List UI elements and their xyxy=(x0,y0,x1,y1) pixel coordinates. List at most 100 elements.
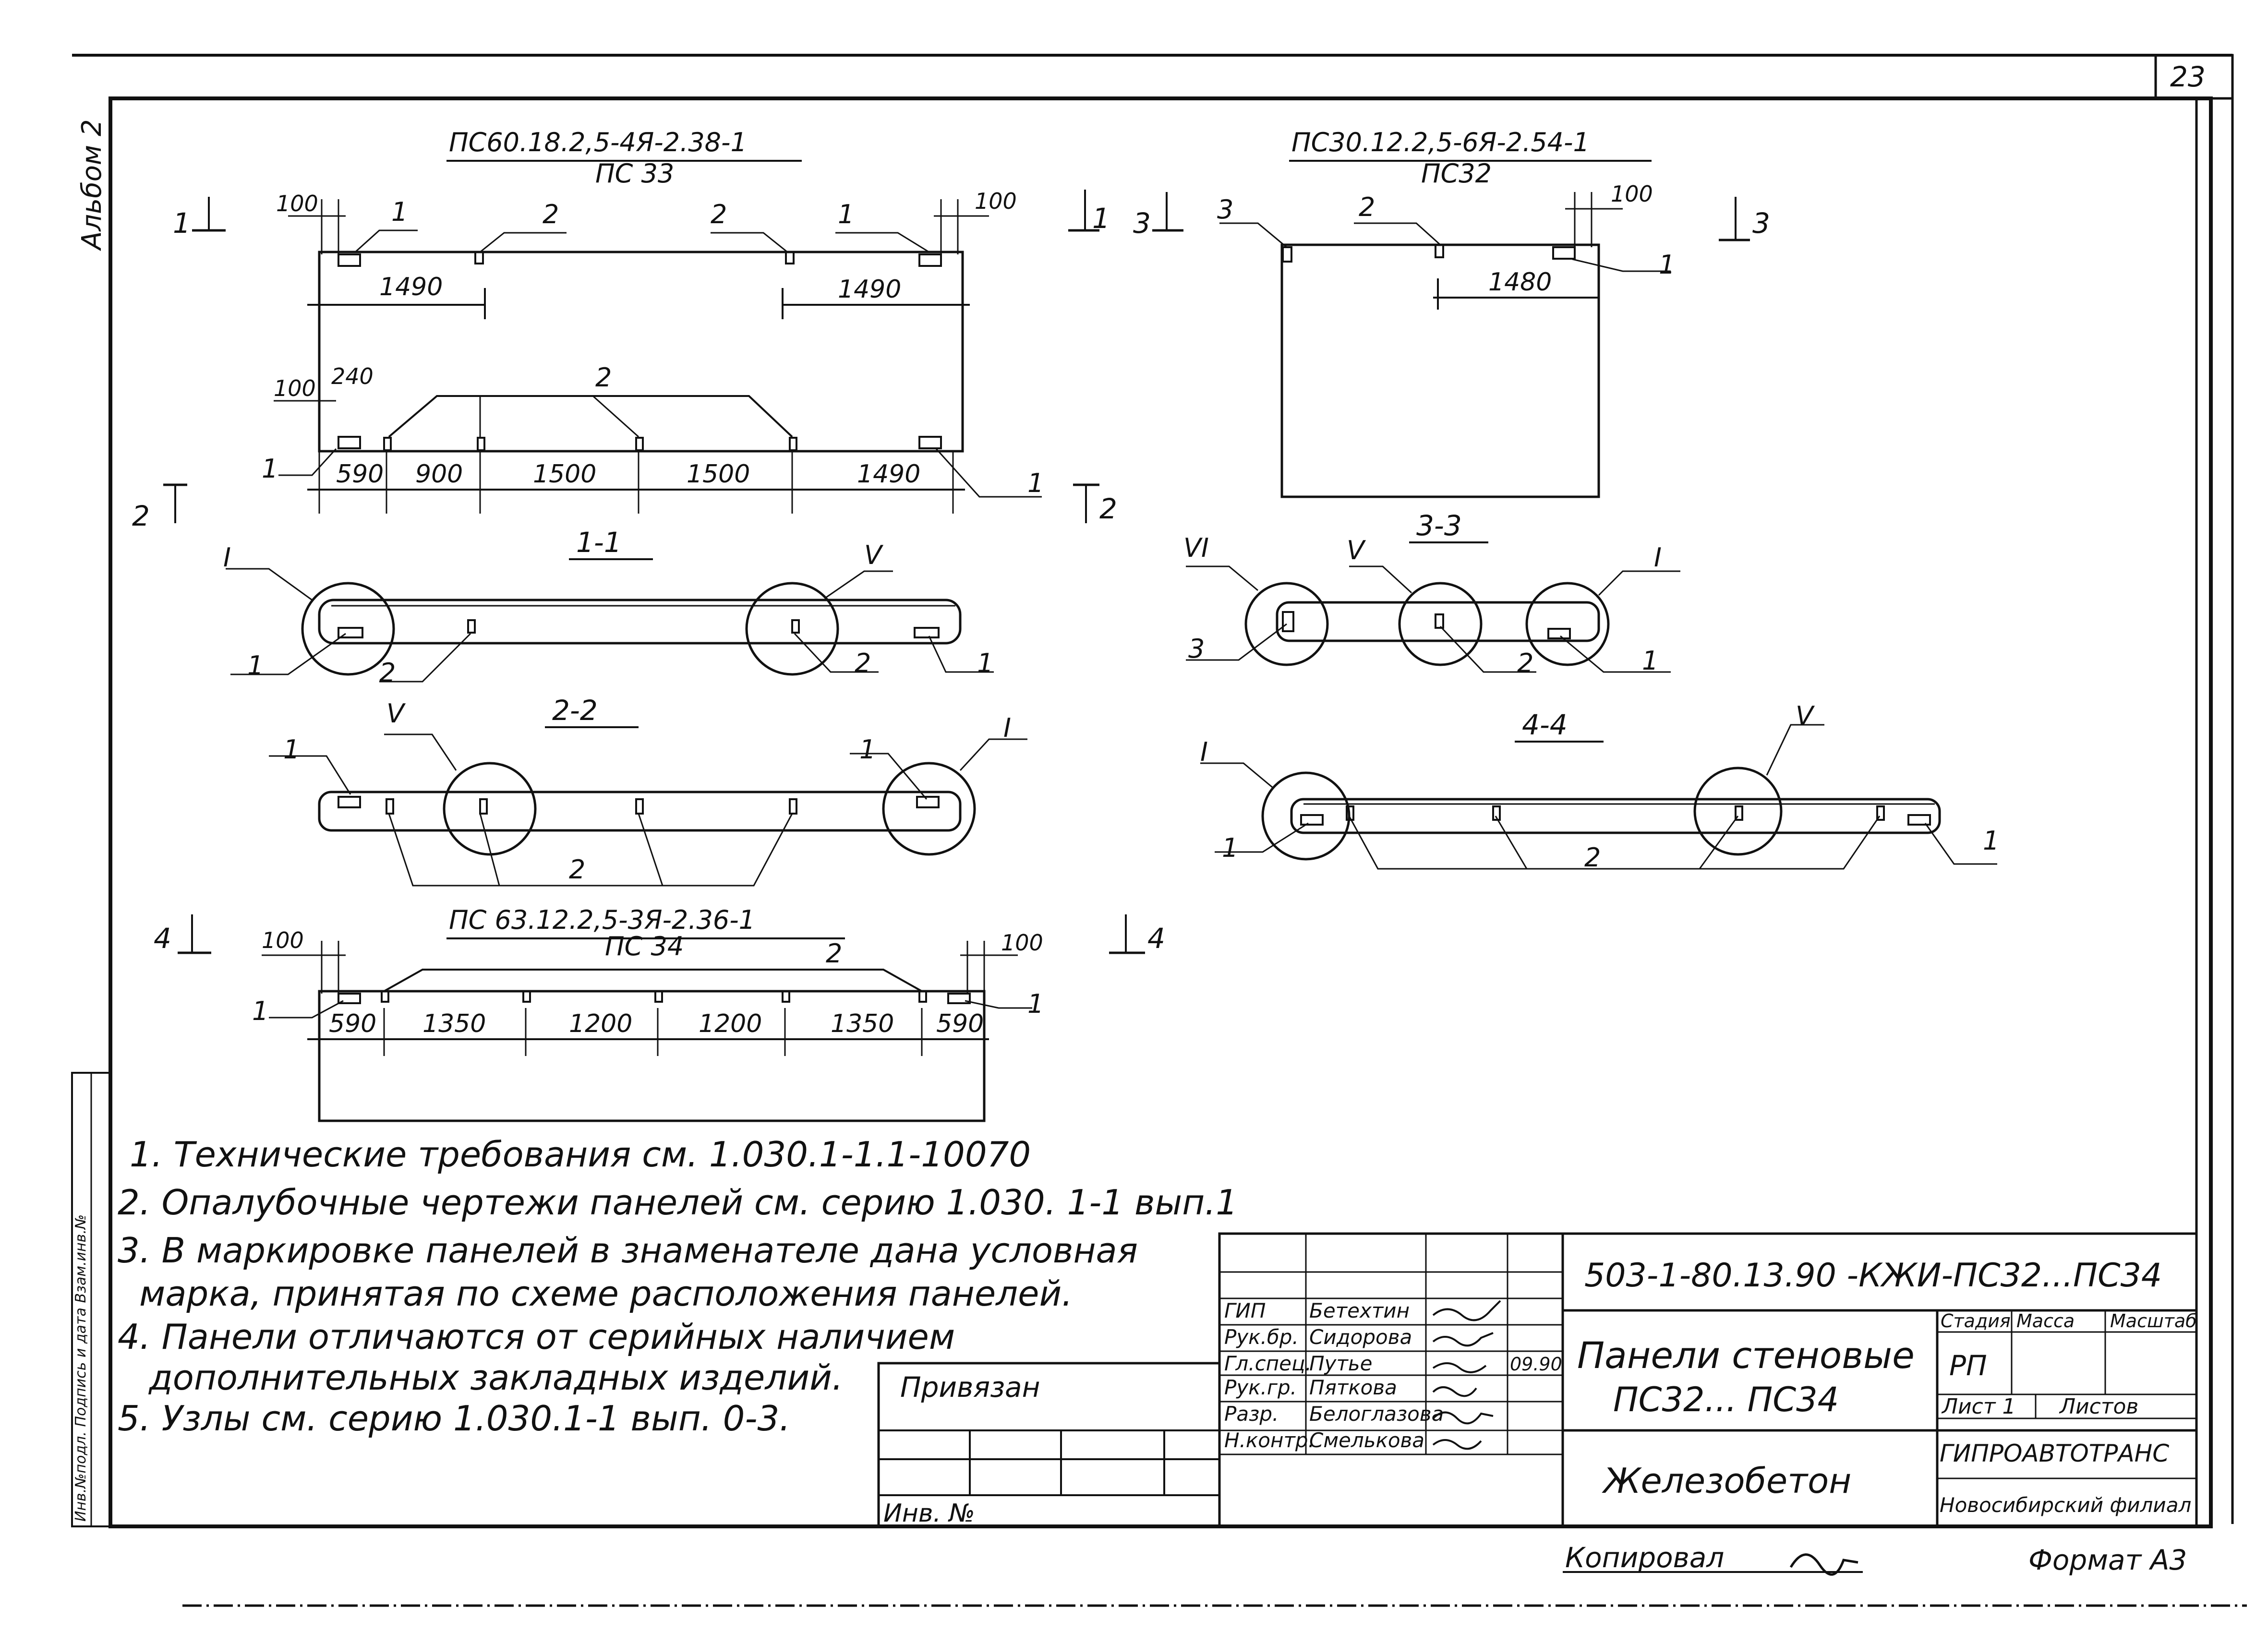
inv-no-label: Инв. № xyxy=(883,1499,975,1528)
role-label: Н.контр. xyxy=(1224,1428,1315,1452)
embed-item-2 xyxy=(477,437,485,451)
node-label: VI xyxy=(1183,533,1209,563)
callout-1: 1 xyxy=(283,734,300,765)
person-name: Бетехтин xyxy=(1309,1299,1410,1322)
embed-item-2 xyxy=(474,251,484,264)
album-label: Альбом 2 xyxy=(76,119,108,251)
callout-1: 1 xyxy=(262,454,278,484)
embed-item-3 xyxy=(1282,246,1292,263)
dim-100: 100 xyxy=(262,927,304,953)
dim-1480: 1480 xyxy=(1488,268,1552,297)
scale-label: Масштаб xyxy=(2110,1310,2197,1332)
section-panel xyxy=(1276,601,1600,642)
callout-1: 1 xyxy=(1027,468,1044,498)
node-circle xyxy=(1693,767,1783,856)
callout-2: 2 xyxy=(855,648,871,678)
node-label: V xyxy=(1796,701,1815,731)
callout-1: 1 xyxy=(247,650,264,681)
callout-1: 1 xyxy=(1659,250,1675,280)
ps34-alt: ПС 34 xyxy=(605,931,684,961)
stamp-box xyxy=(1218,1232,2198,1528)
node-circle xyxy=(1244,582,1329,666)
dim-1490: 1490 xyxy=(379,273,443,301)
node-label: V xyxy=(386,698,406,729)
ps33-alt: ПС 33 xyxy=(595,158,674,189)
section-4-4: 4-4 2 1 1 I V xyxy=(1200,701,1999,873)
ps32-alt: ПС32 xyxy=(1421,158,1492,189)
note-3: 3. В маркировке панелей в знаменателе да… xyxy=(118,1230,1138,1271)
node-label: V xyxy=(1347,535,1366,565)
org-branch: Новосибирский филиал xyxy=(1940,1493,2191,1517)
dim-590: 590 xyxy=(936,1009,984,1038)
copier-signature xyxy=(1789,1553,1858,1576)
person-name: Сидорова xyxy=(1309,1325,1412,1349)
section-2-2: 2-2 2 1 1 V I xyxy=(269,694,1027,887)
section-3-3: 3-3 VI V I 3 2 1 xyxy=(1183,509,1680,678)
cut-label: 1 xyxy=(173,207,191,240)
callout-2: 2 xyxy=(543,199,559,229)
person-name: Путье xyxy=(1309,1352,1373,1375)
stage-value: РП xyxy=(1949,1349,1987,1382)
embed-item-2 xyxy=(789,437,797,451)
cut-label: 3 xyxy=(1133,207,1151,240)
inv-label: Инв.№подл. Подпись и дата Взам.инв.№ xyxy=(72,1214,89,1522)
dim-590: 590 xyxy=(329,1009,376,1038)
dim-1500: 1500 xyxy=(533,460,596,489)
callout-1: 1 xyxy=(1222,833,1238,863)
ps32-plan: ПС30.12.2,5-6Я-2.54-1 ПС32 1480 100 2 1 … xyxy=(1133,127,1770,498)
person-name: Пяткова xyxy=(1309,1376,1397,1399)
callout-1: 1 xyxy=(838,199,854,229)
callout-1: 1 xyxy=(1027,989,1044,1019)
signature xyxy=(1432,1439,1482,1450)
embed-item-2 xyxy=(1435,244,1444,258)
signature xyxy=(1432,1411,1494,1425)
embed-item-1 xyxy=(338,436,361,449)
section-panel xyxy=(1290,798,1941,834)
cut-label: 2 xyxy=(132,500,150,532)
node-circle xyxy=(882,762,976,856)
cut-label: 4 xyxy=(1147,922,1165,955)
callout-1: 1 xyxy=(252,996,268,1026)
privyazan-label: Привязан xyxy=(900,1371,1040,1404)
ps32-mark: ПС30.12.2,5-6Я-2.54-1 xyxy=(1291,127,1590,157)
ps33-plan: ПС60.18.2,5-4Я-2.38-1 ПС 33 2 1490 1490 … xyxy=(132,127,1117,532)
sheets-label: Листов xyxy=(2059,1394,2138,1419)
role-label: Гл.спец. xyxy=(1224,1352,1312,1375)
section-panel xyxy=(318,791,962,832)
cut-label: 3 xyxy=(1752,207,1770,240)
callout-2: 2 xyxy=(1584,842,1601,873)
note-3-cont: марка, принятая по схеме расположения па… xyxy=(139,1273,1073,1314)
note-4: 4. Панели отличаются от серийных наличие… xyxy=(118,1317,955,1357)
embed-item-2 xyxy=(785,251,795,264)
dim-240: 240 xyxy=(331,363,374,389)
dim-100: 100 xyxy=(975,188,1017,214)
title-block: Привязан Инв. № ГИП Рук.бр. Гл.спец. Рук… xyxy=(877,1232,2198,1576)
callout-1: 1 xyxy=(1983,826,1999,856)
dim-1350: 1350 xyxy=(831,1009,894,1038)
callout-3: 3 xyxy=(1217,194,1233,225)
embed-item-1 xyxy=(918,436,942,449)
section-title: 1-1 xyxy=(576,526,622,559)
stage-label: Стадия xyxy=(1941,1310,2011,1332)
node-circle xyxy=(745,582,839,676)
section-title: 3-3 xyxy=(1416,509,1462,542)
embed-item-1 xyxy=(918,253,942,267)
ps34-mark: ПС 63.12.2,5-3Я-2.36-1 xyxy=(449,905,755,935)
note-2: 2. Опалубочные чертежи панелей см. серию… xyxy=(118,1182,1238,1223)
dim-100: 100 xyxy=(274,375,316,401)
node-label: I xyxy=(1200,737,1208,767)
dim-1500: 1500 xyxy=(687,460,750,489)
callout-2: 2 xyxy=(569,854,585,885)
org-name: ГИПРОАВТОТРАНС xyxy=(1940,1440,2169,1467)
dim-100: 100 xyxy=(1611,181,1653,207)
date: 09.90 xyxy=(1510,1354,1562,1375)
role-label: Рук.бр. xyxy=(1224,1325,1299,1349)
note-5: 5. Узлы см. серию 1.030.1-1 вып. 0-3. xyxy=(118,1398,790,1439)
section-panel xyxy=(318,599,962,645)
signature xyxy=(1432,1386,1477,1397)
notes: 1. Технические требования см. 1.030.1-1.… xyxy=(118,1134,1238,1439)
callout-1: 1 xyxy=(1642,646,1658,676)
role-label: Рук.гр. xyxy=(1224,1376,1297,1399)
dim-1200: 1200 xyxy=(569,1009,632,1038)
